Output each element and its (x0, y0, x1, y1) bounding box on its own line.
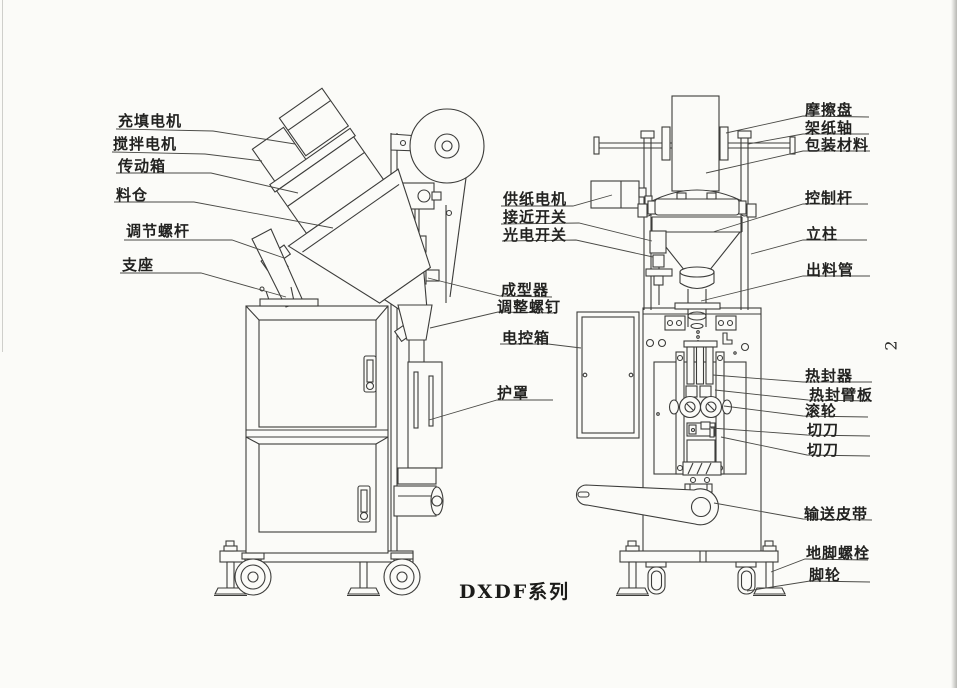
feeder-assembly (251, 87, 432, 343)
right-machine-base (616, 540, 786, 597)
page-number: 2 (881, 340, 901, 351)
hopper-body (287, 168, 432, 304)
label-conveyor-belt: 输送皮带 (804, 505, 869, 523)
friction-disc-body (719, 126, 729, 161)
label-electric-control-box: 电控箱 (502, 329, 551, 347)
film-roll (409, 108, 485, 184)
cabinet (245, 305, 389, 554)
photoelectric-switch-body (652, 254, 665, 268)
weigher-head (637, 189, 757, 272)
label-packaging-material: 包装材料 (805, 136, 870, 154)
label-control-lever: 控制杆 (805, 189, 854, 207)
lower-drive-motor (393, 467, 444, 517)
label-support-base: 支座 (122, 256, 155, 274)
label-paper-rack-shaft: 架纸轴 (805, 119, 854, 137)
scan-edge-artifact-left (2, 0, 3, 352)
electric-control-box-body (576, 311, 640, 439)
door-handle (357, 485, 371, 523)
label-caster: 脚轮 (809, 566, 842, 584)
anchor-bolt-leg (628, 561, 637, 589)
left-machine (214, 87, 485, 597)
label-heat-sealer: 热封器 (805, 367, 854, 385)
label-stirring-motor: 搅拌电机 (113, 135, 178, 153)
label-cutter-1: 切刀 (807, 421, 840, 439)
caster-wheel-side (735, 561, 757, 595)
heat-sealer-body (686, 346, 695, 385)
label-heat-seal-arm-plate: 热封臂板 (809, 386, 874, 404)
body-top-details (643, 302, 761, 355)
label-proximity-switch: 接近开关 (503, 208, 568, 226)
label-roller: 滚轮 (805, 402, 838, 420)
label-adjusting-screw-rod: 调节螺杆 (126, 222, 191, 240)
label-transmission-box: 传动箱 (118, 157, 167, 175)
right-machine (575, 95, 796, 597)
protective-cover-body (407, 361, 443, 469)
label-friction-disc: 摩擦盘 (805, 101, 854, 119)
label-photoelectric-switch: 光电开关 (503, 226, 568, 244)
scan-edge-artifact-right (951, 0, 957, 688)
leader-lines (111, 115, 873, 592)
series-caption: DXDF系列 (459, 581, 571, 603)
caster-wheel (234, 552, 272, 596)
anchor-bolt-leg (765, 561, 774, 589)
label-paper-feed-motor: 供纸电机 (503, 190, 568, 208)
label-former: 成型器 (501, 281, 550, 299)
caster-wheel (383, 552, 421, 596)
switch-hardware (645, 230, 673, 305)
packaging-material-roll (671, 95, 720, 192)
caster-wheel-side (645, 561, 667, 595)
door-handle (363, 355, 377, 393)
friction-disc-body (661, 126, 671, 161)
label-anchor-bolt: 地脚螺栓 (806, 544, 871, 562)
conveyor-belt-body (575, 484, 719, 526)
label-material-hopper: 料仓 (116, 186, 149, 204)
label-discharge-tube: 出料管 (806, 261, 855, 279)
proximity-switch-body (649, 230, 667, 254)
filling-motor-body (278, 87, 350, 157)
label-cutter-2: 切刀 (807, 441, 840, 459)
label-protective-cover: 护罩 (497, 384, 530, 402)
label-column: 立柱 (806, 225, 839, 243)
support-stand (251, 228, 319, 308)
label-adjusting-screw: 调整螺钉 (497, 298, 562, 316)
label-filling-motor: 充填电机 (118, 112, 183, 130)
sealing-assembly (653, 340, 747, 493)
